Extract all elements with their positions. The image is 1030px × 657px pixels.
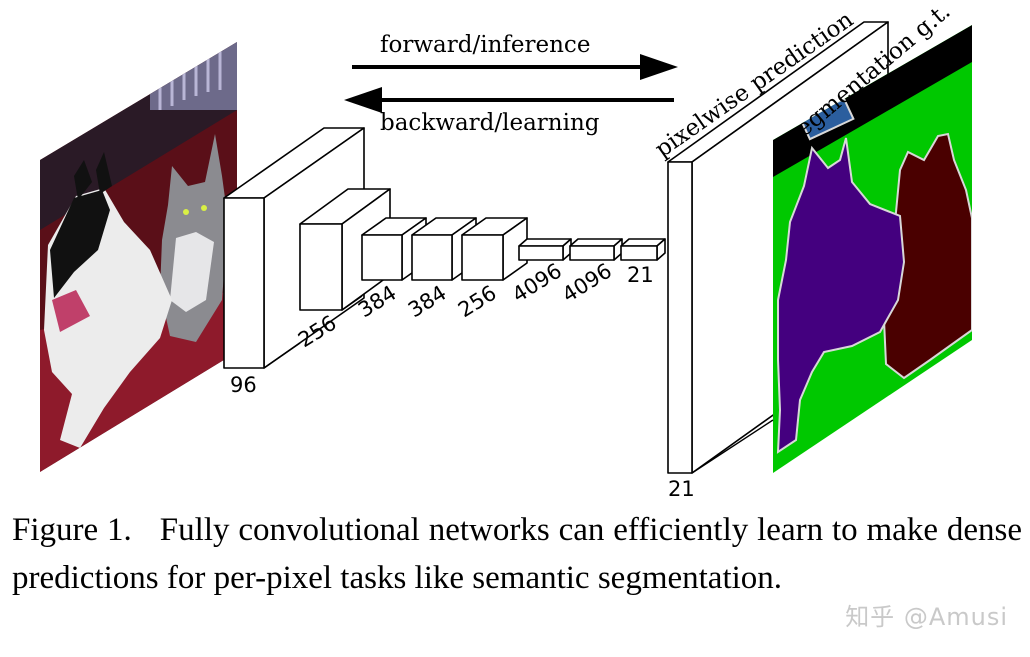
slab-connector bbox=[691, 419, 774, 474]
layer-label-256-b: 256 bbox=[454, 281, 501, 323]
layer-box-21 bbox=[620, 238, 666, 261]
watermark: 知乎 @Amusi bbox=[845, 603, 1008, 631]
prediction-depth-label: 21 bbox=[668, 477, 695, 500]
input-photo bbox=[40, 42, 237, 472]
layer-box-256-b bbox=[461, 217, 528, 281]
figure-caption: Figure 1.Fully convolutional networks ca… bbox=[12, 506, 1022, 602]
segmentation-gt bbox=[773, 25, 972, 473]
layer-box-4096-b bbox=[569, 238, 623, 261]
caption-text: Fully convolutional networks can efficie… bbox=[12, 512, 1022, 596]
backward-label: backward/learning bbox=[380, 110, 600, 136]
layer-box-4096-a bbox=[518, 238, 572, 261]
layer-label-96: 96 bbox=[230, 373, 257, 397]
forward-arrow bbox=[352, 54, 678, 80]
forward-label: forward/inference bbox=[380, 32, 590, 58]
layer-label-384-b: 384 bbox=[404, 281, 451, 323]
layer-label-21: 21 bbox=[627, 263, 654, 287]
fcn-diagram: forward/inference backward/learning bbox=[40, 0, 972, 500]
layer-connectors bbox=[263, 295, 363, 369]
layer-label-4096-b: 4096 bbox=[558, 259, 616, 308]
figure-number: Figure 1. bbox=[12, 512, 132, 548]
backward-arrow bbox=[344, 87, 674, 113]
